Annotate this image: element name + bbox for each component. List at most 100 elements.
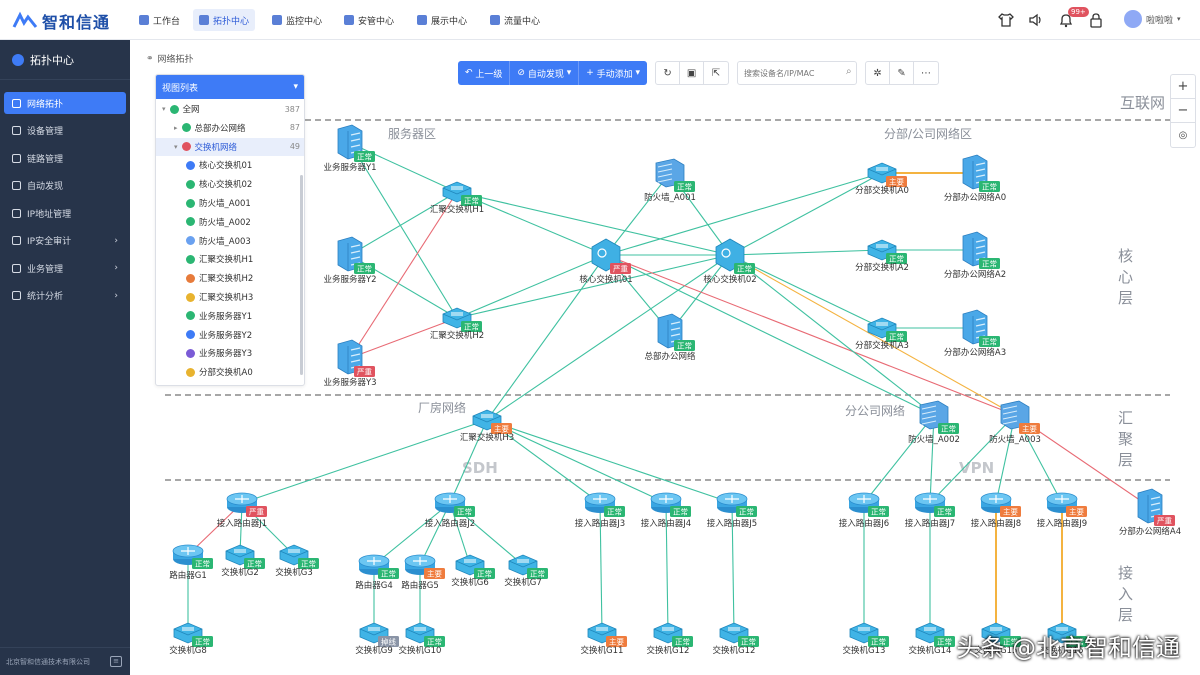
network-link[interactable] — [486, 419, 733, 504]
network-link[interactable] — [241, 419, 488, 504]
network-link[interactable] — [486, 254, 731, 421]
network-link[interactable] — [995, 414, 1016, 504]
network-link[interactable] — [456, 254, 607, 319]
save-icon[interactable]: ▣ — [680, 62, 705, 84]
layout-icon[interactable]: ✲ — [866, 62, 891, 84]
lock-icon[interactable] — [1088, 12, 1104, 28]
breadcrumb-item[interactable]: 网络拓扑 — [157, 55, 194, 65]
network-link[interactable] — [729, 254, 883, 329]
fit-view-icon[interactable]: ◎ — [1178, 129, 1188, 141]
network-link[interactable] — [729, 249, 883, 256]
network-link[interactable] — [449, 419, 488, 504]
brand-logo[interactable]: 智和信通 — [12, 9, 110, 33]
nav-tab-5[interactable]: 流量中心 — [484, 9, 546, 31]
volume-icon[interactable] — [1028, 12, 1044, 28]
sidebar-item-2[interactable]: 链路管理 — [4, 147, 126, 169]
network-link[interactable] — [731, 502, 735, 634]
network-link[interactable] — [373, 502, 451, 566]
network-link[interactable] — [349, 142, 458, 319]
sidebar-item-7[interactable]: 统计分析› — [4, 285, 126, 307]
nav-tab-4[interactable]: 展示中心 — [411, 9, 473, 31]
export-icon[interactable]: ⇱ — [711, 67, 721, 79]
more-icon[interactable]: ⋯ — [921, 67, 932, 79]
bell-icon[interactable] — [1058, 12, 1074, 28]
network-link[interactable] — [349, 317, 458, 359]
tree-item[interactable]: 汇聚交换机H1 — [156, 250, 304, 268]
nav-tab-3[interactable]: 安管中心 — [338, 9, 400, 31]
sidebar-item-0[interactable]: 网络拓扑 — [4, 92, 126, 114]
zoom-in-icon[interactable]: + — [1171, 75, 1195, 99]
network-link[interactable] — [665, 502, 669, 634]
network-link[interactable] — [605, 254, 935, 416]
network-link[interactable] — [863, 414, 935, 504]
shirt-icon[interactable] — [998, 12, 1014, 28]
manual-add-button[interactable]: + 手动添加 ▾ — [586, 68, 641, 80]
nav-tab-1[interactable]: 拓扑中心 — [193, 9, 256, 31]
tree-item[interactable]: 核心交换机01 — [156, 156, 304, 174]
edit-icon[interactable]: ✎ — [890, 62, 915, 84]
network-link[interactable] — [929, 414, 935, 504]
tree-item[interactable]: 防火墙_A002 — [156, 213, 304, 231]
tree-item[interactable]: 防火墙_A001 — [156, 194, 304, 212]
search-icon[interactable]: ⌕ — [846, 66, 852, 77]
tree-item[interactable]: 防火墙_A003 — [156, 232, 304, 250]
network-link[interactable] — [599, 502, 603, 634]
network-link[interactable] — [729, 254, 935, 416]
network-link[interactable] — [486, 419, 667, 504]
tree-item[interactable]: 分部交换机A0 — [156, 363, 304, 381]
sidebar-item-5[interactable]: IP安全审计› — [4, 230, 126, 252]
tree-item[interactable]: 业务服务器Y2 — [156, 326, 304, 344]
network-link[interactable] — [456, 254, 731, 319]
user-menu[interactable]: 啦啦啦 ▾ — [1124, 10, 1181, 28]
network-link[interactable] — [605, 254, 1016, 416]
network-link[interactable] — [605, 172, 883, 256]
tree-scrollbar[interactable] — [300, 175, 303, 375]
tree-item[interactable]: 核心交换机02 — [156, 175, 304, 193]
network-link[interactable] — [486, 254, 607, 421]
refresh-icon[interactable]: ↻ — [656, 62, 681, 84]
up-level-button[interactable]: ↶ 上一级 — [458, 61, 511, 85]
network-link[interactable] — [929, 414, 1016, 504]
nav-tab-2[interactable]: 监控中心 — [266, 9, 328, 31]
network-link[interactable] — [456, 191, 731, 256]
sidebar-item-6[interactable]: 业务管理› — [4, 257, 126, 279]
network-link[interactable] — [349, 191, 458, 256]
tree-item[interactable]: 业务服务器Y3 — [156, 344, 304, 362]
